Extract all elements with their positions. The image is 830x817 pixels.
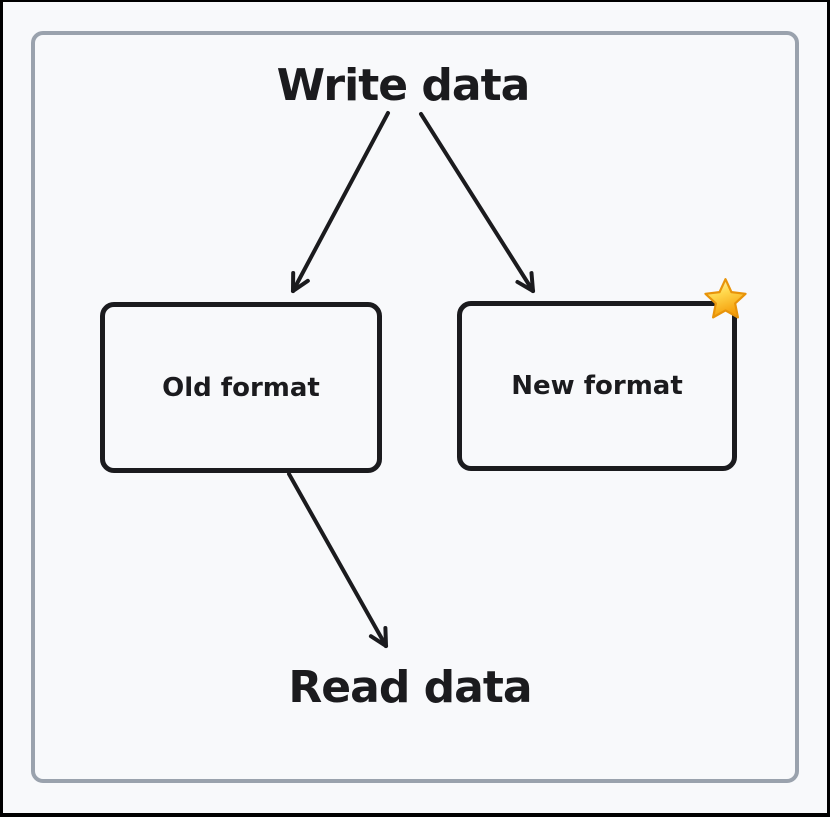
- star-icon: [704, 278, 747, 319]
- old-format-label: Old format: [162, 372, 320, 403]
- new-format-label: New format: [511, 371, 683, 401]
- write-data-label: Write data: [276, 60, 531, 111]
- old-format-box: Old format: [100, 302, 382, 473]
- new-format-box: New format: [457, 301, 737, 471]
- whiteboard-canvas: [3, 2, 827, 813]
- star-shape: [704, 278, 747, 319]
- outer-frame: [31, 31, 799, 783]
- read-data-label: Read data: [288, 662, 532, 713]
